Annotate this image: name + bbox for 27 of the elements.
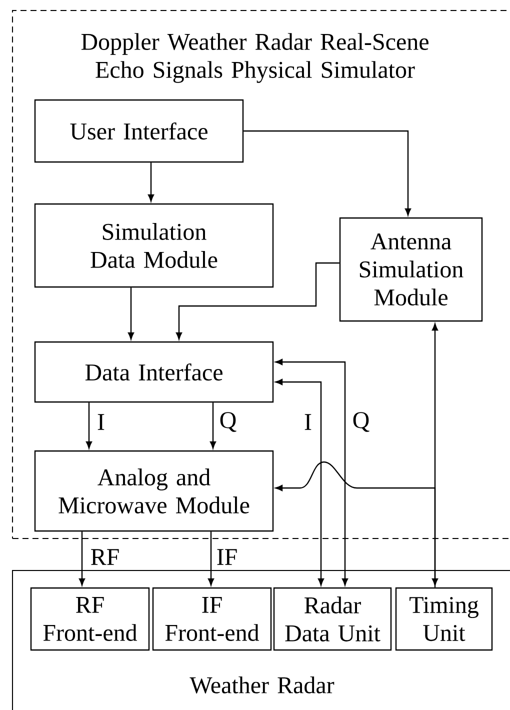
- arrow: [275, 378, 324, 586]
- arrow: [208, 532, 214, 586]
- block-box: RF Front-end: [30, 587, 150, 651]
- block-box: Radar Data Unit: [273, 587, 392, 651]
- arrow: [432, 323, 438, 586]
- block-box: Analog and Microwave Module: [34, 450, 274, 532]
- arrow: [275, 358, 348, 586]
- arrow: [176, 262, 340, 340]
- block-box: Timing Unit: [395, 587, 493, 651]
- block-box: User Interface: [34, 99, 244, 163]
- arrow: [128, 288, 134, 340]
- edge-label: Q: [351, 411, 371, 433]
- arrow: [148, 162, 154, 202]
- block-box: Simulation Data Module: [34, 203, 274, 288]
- edge-label: RF: [89, 548, 121, 566]
- edge-label: IF: [215, 548, 239, 566]
- arrow: [86, 402, 92, 449]
- arrow: [78, 532, 86, 586]
- edge-label: I: [96, 413, 106, 431]
- arrow: [275, 461, 436, 588]
- block-box: IF Front-end: [152, 587, 272, 651]
- block-box: Antenna Simulation Module: [339, 217, 483, 322]
- edge-label: I: [303, 413, 313, 431]
- block-box: Data Interface: [34, 341, 274, 403]
- edge-label: Q: [218, 411, 238, 433]
- arrow: [244, 130, 412, 216]
- arrow: [210, 402, 216, 449]
